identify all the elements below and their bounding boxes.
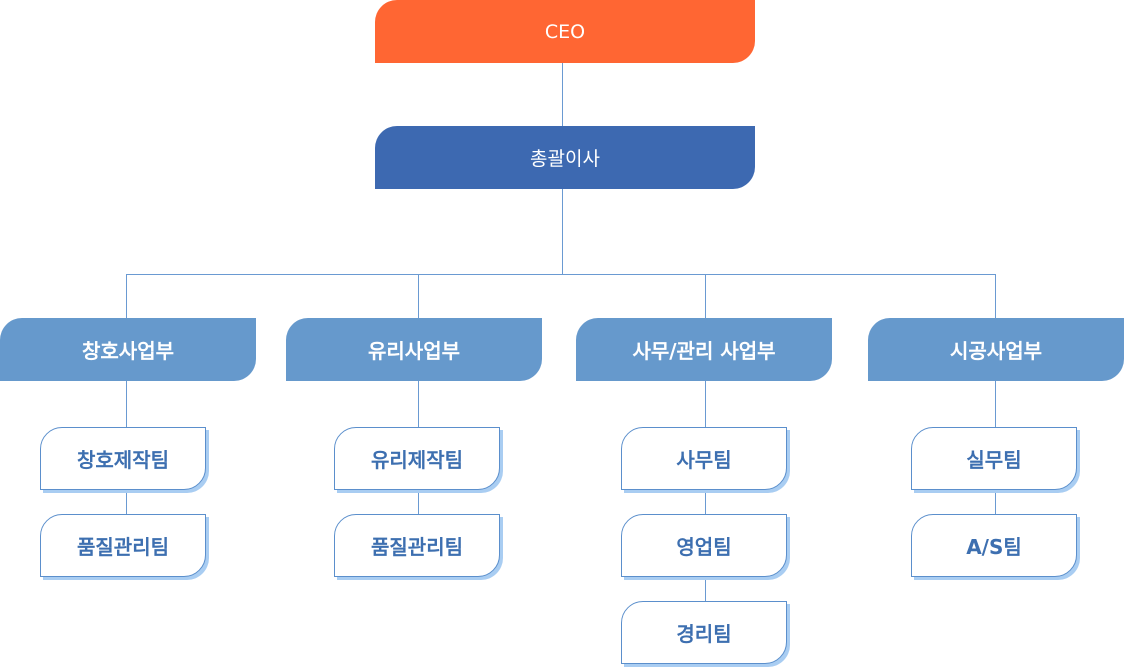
general-manager-box: 총괄이사 — [375, 126, 755, 189]
team-box: 경리팀 — [621, 601, 787, 664]
connector-line — [562, 189, 563, 274]
team-box: A/S팀 — [911, 514, 1077, 577]
division-box: 유리사업부 — [286, 318, 542, 381]
team-box: 품질관리팀 — [40, 514, 206, 577]
division-box: 창호사업부 — [0, 318, 256, 381]
ceo-box: CEO — [375, 0, 755, 63]
team-box: 품질관리팀 — [334, 514, 500, 577]
team-box: 사무팀 — [621, 427, 787, 490]
connector-line — [705, 381, 706, 601]
connector-line — [418, 274, 419, 318]
connector-line — [705, 274, 706, 318]
team-box: 실무팀 — [911, 427, 1077, 490]
connector-line — [562, 63, 563, 126]
team-box: 유리제작팀 — [334, 427, 500, 490]
division-box: 사무/관리 사업부 — [576, 318, 832, 381]
division-box: 시공사업부 — [868, 318, 1124, 381]
connector-line — [995, 274, 996, 318]
team-box: 창호제작팀 — [40, 427, 206, 490]
team-box: 영업팀 — [621, 514, 787, 577]
connector-line — [126, 274, 127, 318]
connector-line — [126, 274, 996, 275]
